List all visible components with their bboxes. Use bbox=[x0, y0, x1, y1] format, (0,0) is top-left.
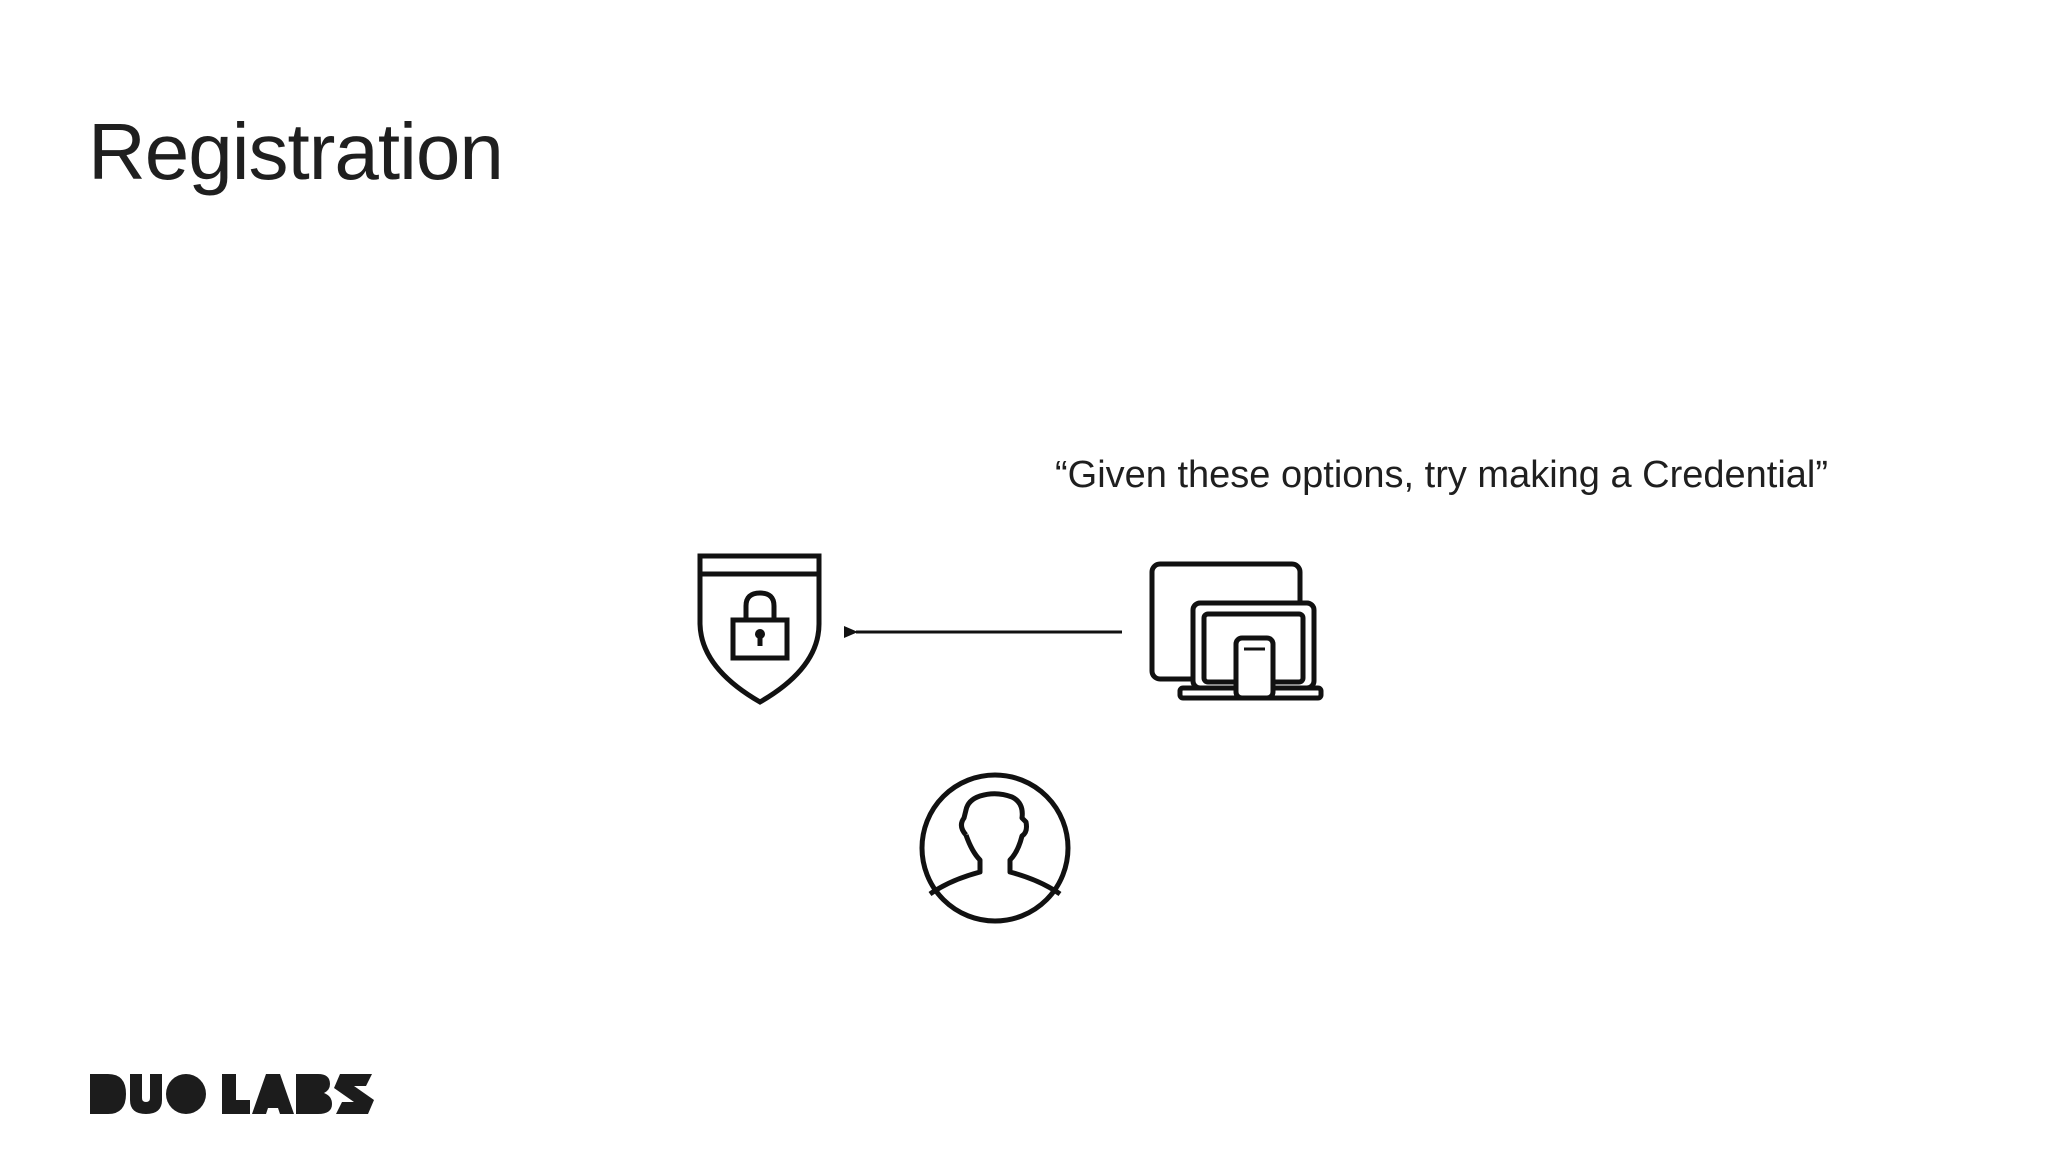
user-circle-outline bbox=[919, 772, 1071, 924]
keyhole-slot bbox=[757, 634, 763, 646]
edge-label-quote: “Given these options, try making a Crede… bbox=[1055, 454, 1829, 496]
user-silhouette bbox=[928, 791, 1062, 897]
slide-title: Registration bbox=[88, 107, 504, 196]
shield-outline bbox=[697, 553, 822, 705]
shield-lock-icon bbox=[697, 553, 822, 705]
devices-icon bbox=[1149, 561, 1324, 701]
lock-body bbox=[730, 617, 790, 661]
user-circle-icon bbox=[919, 772, 1071, 924]
phone-outline bbox=[1233, 635, 1276, 701]
lock-shackle bbox=[743, 590, 777, 620]
duo-labs-logo bbox=[90, 1074, 374, 1114]
